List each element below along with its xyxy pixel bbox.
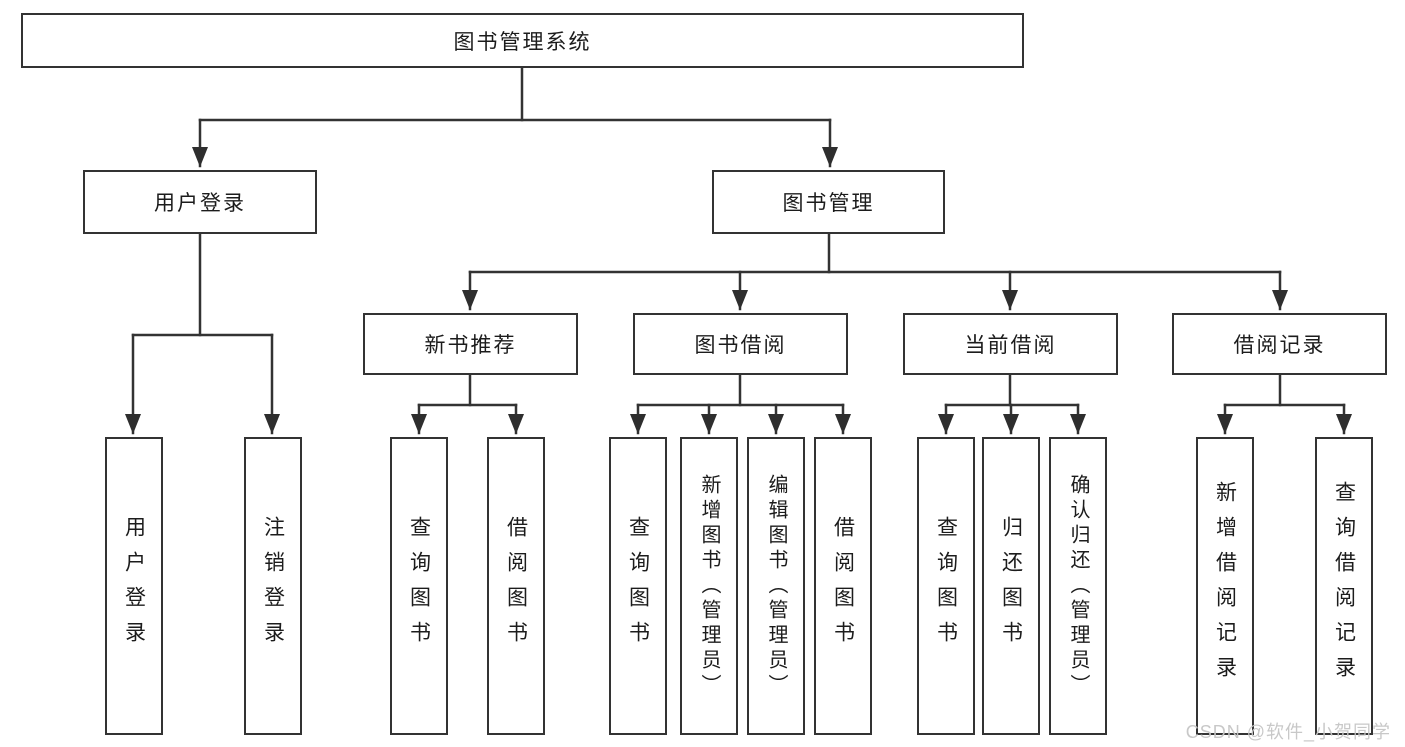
node-label: 借阅图书	[831, 516, 855, 656]
leaf-add-books-admin: 新增图书（管理员）	[680, 437, 738, 735]
node-label: 新增借阅记录	[1213, 481, 1237, 691]
node-label: 查询图书	[626, 516, 650, 656]
node-label: 用户登录	[122, 516, 146, 656]
node-label: 新增图书（管理员）	[698, 473, 720, 699]
leaf-query-books-borrowing: 查询图书	[609, 437, 667, 735]
csdn-watermark: CSDN @软件_小贺同学	[1185, 722, 1391, 742]
node-label: 归还图书	[999, 516, 1023, 656]
node-label: 图书借阅	[694, 334, 787, 357]
leaf-return-books: 归还图书	[982, 437, 1040, 735]
node-borrowing-records: 借阅记录	[1172, 313, 1387, 375]
node-book-borrowing: 图书借阅	[633, 313, 848, 375]
node-user-login: 用户登录	[83, 170, 317, 234]
node-book-management: 图书管理	[712, 170, 945, 234]
node-label: 确认归还（管理员）	[1067, 473, 1089, 699]
node-label: 当前借阅	[964, 334, 1057, 357]
node-label: 图书管理系统	[453, 30, 592, 54]
leaf-confirm-return-admin: 确认归还（管理员）	[1049, 437, 1107, 735]
node-new-book-recommendation: 新书推荐	[363, 313, 578, 375]
node-label: 查询图书	[407, 516, 431, 656]
leaf-add-borrow-record: 新增借阅记录	[1196, 437, 1254, 735]
leaf-borrow-books-recommend: 借阅图书	[487, 437, 545, 735]
node-label: 查询借阅记录	[1332, 481, 1356, 691]
node-label: 编辑图书（管理员）	[765, 473, 787, 699]
leaf-query-borrow-record: 查询借阅记录	[1315, 437, 1373, 735]
leaf-query-books-recommend: 查询图书	[390, 437, 448, 735]
leaf-user-login: 用户登录	[105, 437, 163, 735]
node-label: 借阅图书	[504, 516, 528, 656]
node-current-borrowing: 当前借阅	[903, 313, 1118, 375]
node-label: 查询图书	[934, 516, 958, 656]
node-label: 新书推荐	[424, 334, 517, 357]
leaf-query-books-current: 查询图书	[917, 437, 975, 735]
node-label: 借阅记录	[1233, 334, 1326, 357]
leaf-edit-books-admin: 编辑图书（管理员）	[747, 437, 805, 735]
node-label: 注销登录	[261, 516, 285, 656]
node-label: 用户登录	[154, 192, 246, 215]
node-label: 图书管理	[782, 192, 875, 215]
node-library-management-system: 图书管理系统	[21, 13, 1024, 68]
leaf-borrow-books-borrowing: 借阅图书	[814, 437, 872, 735]
leaf-logout: 注销登录	[244, 437, 302, 735]
